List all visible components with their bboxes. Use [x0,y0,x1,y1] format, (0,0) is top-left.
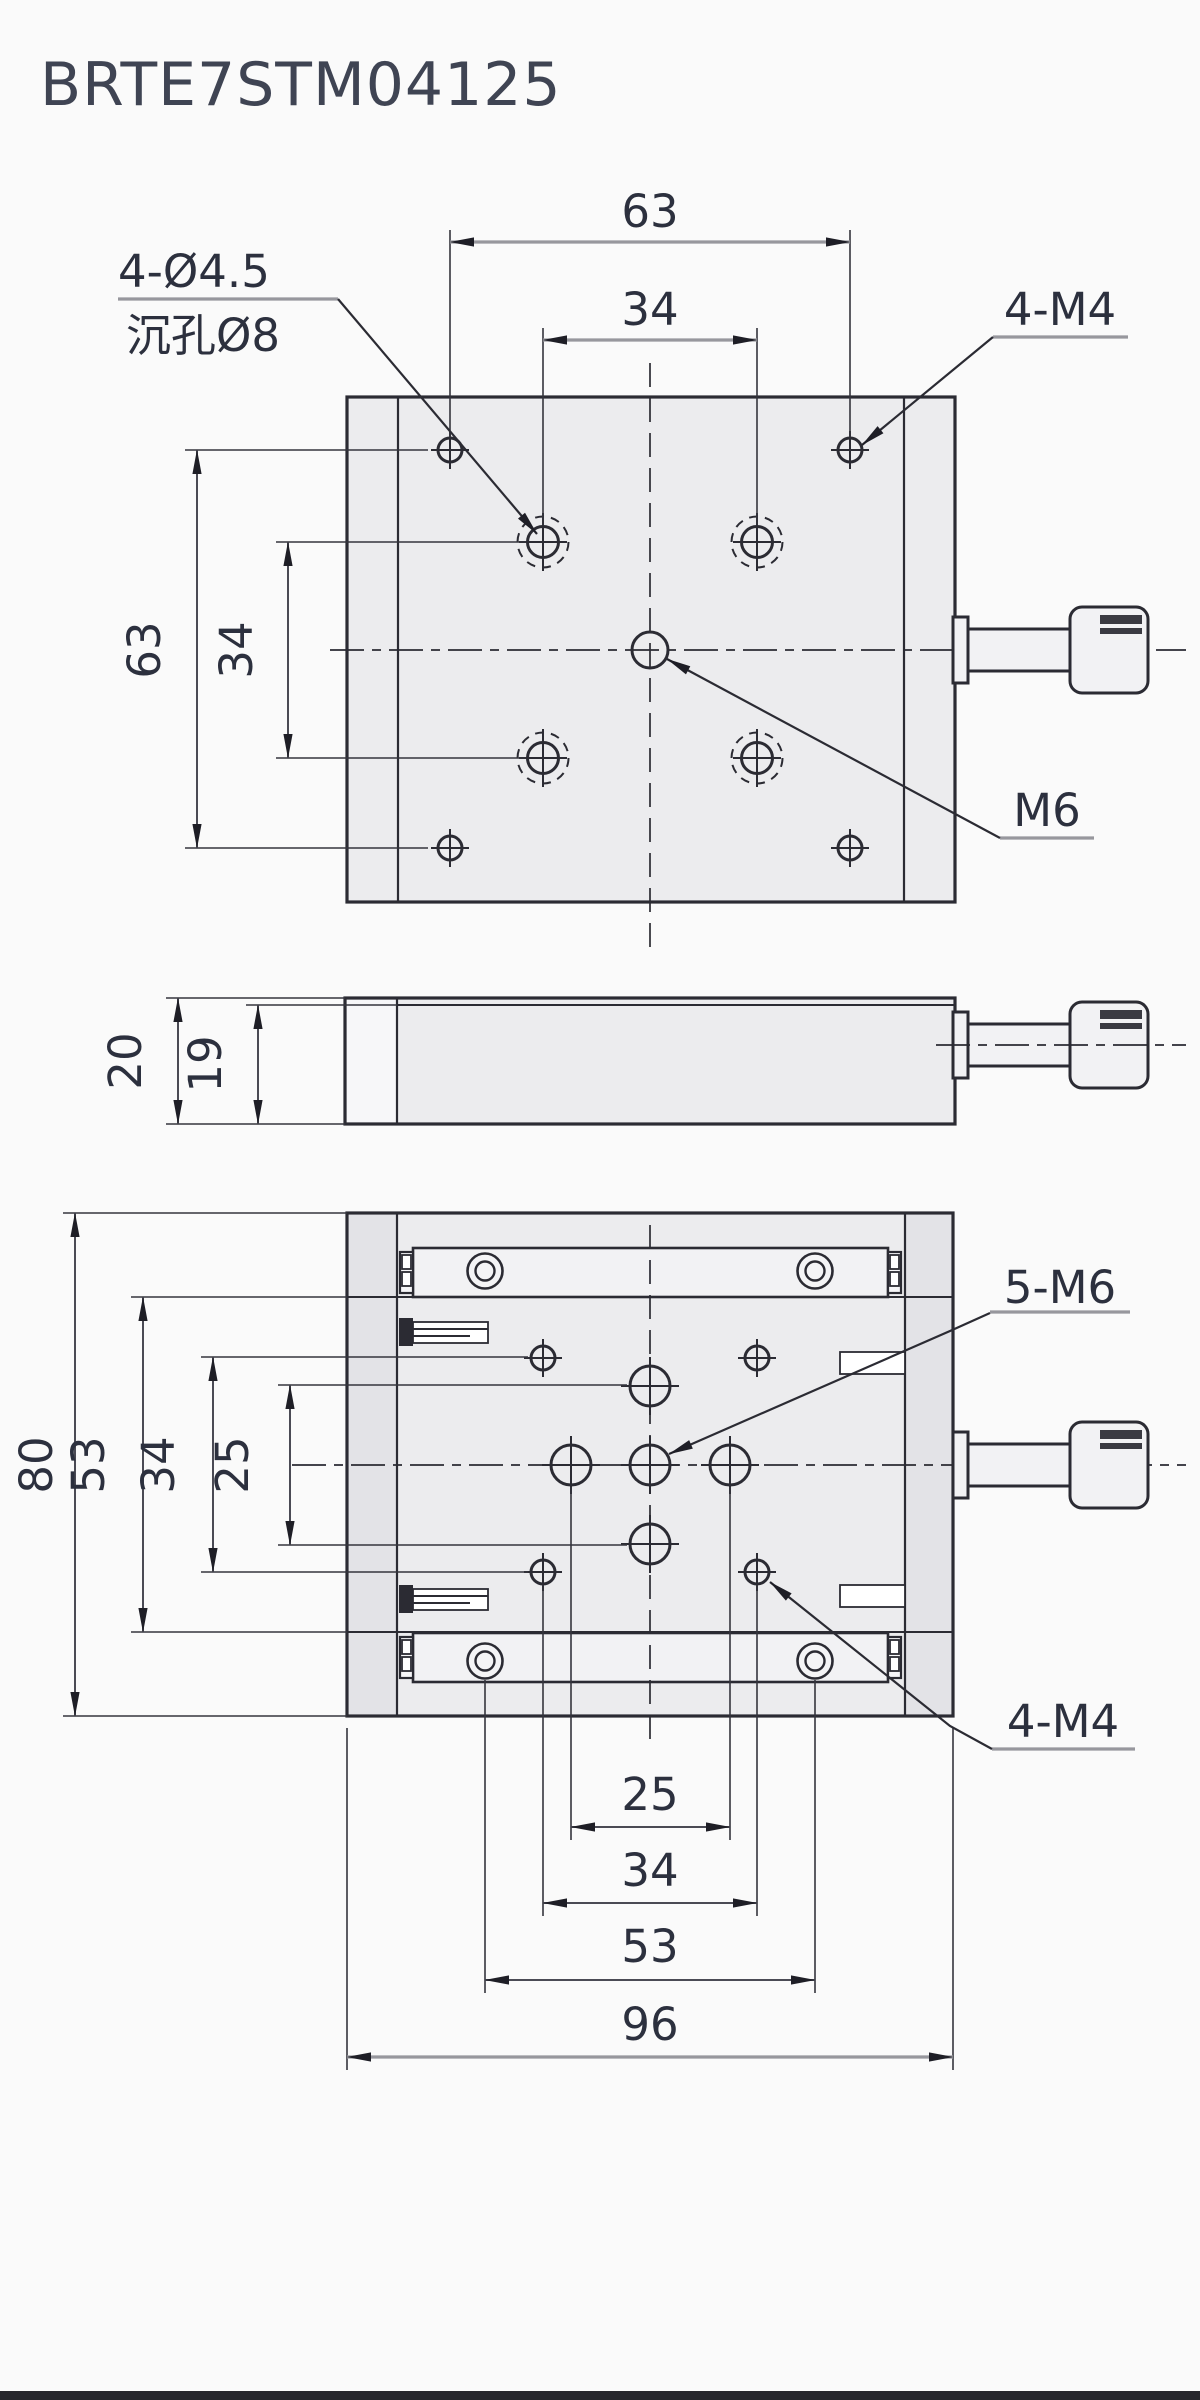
knurl-mark [1100,1023,1142,1029]
counterbore-leader [337,298,538,535]
side-left-cap [347,1000,396,1122]
dim-34-left: 34 [210,621,263,678]
rail-screw [796,1252,834,1290]
side-profile [343,996,957,1126]
knurl-mark [1100,1010,1142,1019]
dim-96: 96 [621,1998,678,2051]
counterbore-label-line2: 沉孔Ø8 [126,309,280,362]
m6-tap-hole [621,1515,679,1573]
corner-taps-label: 4-M4 [1007,1695,1119,1748]
counterbore-label-line1: 4-Ø4.5 [118,245,270,298]
counterbore-hole [730,729,784,787]
dim-63-left: 63 [118,621,171,678]
top-view: 63 34 63 34 4-Ø4.5 沉孔Ø8 4-M4 M6 [118,185,1186,958]
bottom-separator [0,2391,1200,2400]
corner-tap-label: 4-M4 [1004,283,1116,336]
dim-19: 19 [179,1035,232,1092]
knurl-mark [1100,1430,1142,1439]
center-taps-label: 5-M6 [1004,1261,1116,1314]
center-tap-label: M6 [1013,784,1080,837]
knob-flange [951,615,970,685]
leadscrew-end [399,1318,489,1346]
m4-tap-hole [831,431,869,469]
knob-shaft [966,627,1072,673]
m4-tap-hole [831,829,869,867]
adjuster-end [839,1584,906,1608]
m4-tap-hole [431,431,469,469]
m4-tap-hole [431,829,469,867]
adjustment-knob [951,1420,1150,1510]
dim-80: 80 [10,1436,63,1493]
dim-63-top: 63 [621,185,678,238]
rail-screw [796,1642,834,1680]
m6-tap-hole [542,1436,600,1494]
dim-53-left: 53 [62,1436,115,1493]
corner-taps-leader [769,1581,993,1750]
center-tap-leader [666,658,1001,839]
m4-tap-hole [738,1553,776,1591]
knurl-mark [1100,628,1142,634]
knob-flange [951,1430,970,1500]
knob-shaft [966,1442,1072,1488]
adjustment-knob [951,1000,1150,1090]
dim-34-bottom: 34 [621,1844,678,1897]
dim-25-left: 25 [206,1436,259,1493]
m6-tap-hole [621,1357,679,1415]
knurl-mark [1100,615,1142,624]
knurl-mark [1100,1443,1142,1449]
center-taps-leader [668,1311,991,1456]
dim-34-left: 34 [132,1436,185,1493]
m4-tap-hole [738,1339,776,1377]
leadscrew-end [399,1585,489,1613]
m4-tap-hole [524,1553,562,1591]
bottom-view: 80 53 34 25 25 34 53 96 5-M6 4-M4 [10,1211,1186,2070]
dim-25-bottom: 25 [621,1768,678,1821]
dim-53-bottom: 53 [621,1920,678,1973]
page-title: BRTE7STM04125 [40,50,562,120]
m6-center-hole [630,630,670,670]
counterbore-hole [516,729,570,787]
side-view: 20 19 [99,996,1186,1126]
dim-34-top: 34 [621,283,678,336]
dim-20: 20 [99,1032,152,1089]
m4-tap-hole [524,1339,562,1377]
m6-tap-hole [621,1436,679,1494]
rail-screw [466,1252,504,1290]
rail-screw [466,1642,504,1680]
adjustment-knob [951,605,1150,695]
m6-tap-hole [701,1436,759,1494]
corner-tap-leader [861,336,994,446]
